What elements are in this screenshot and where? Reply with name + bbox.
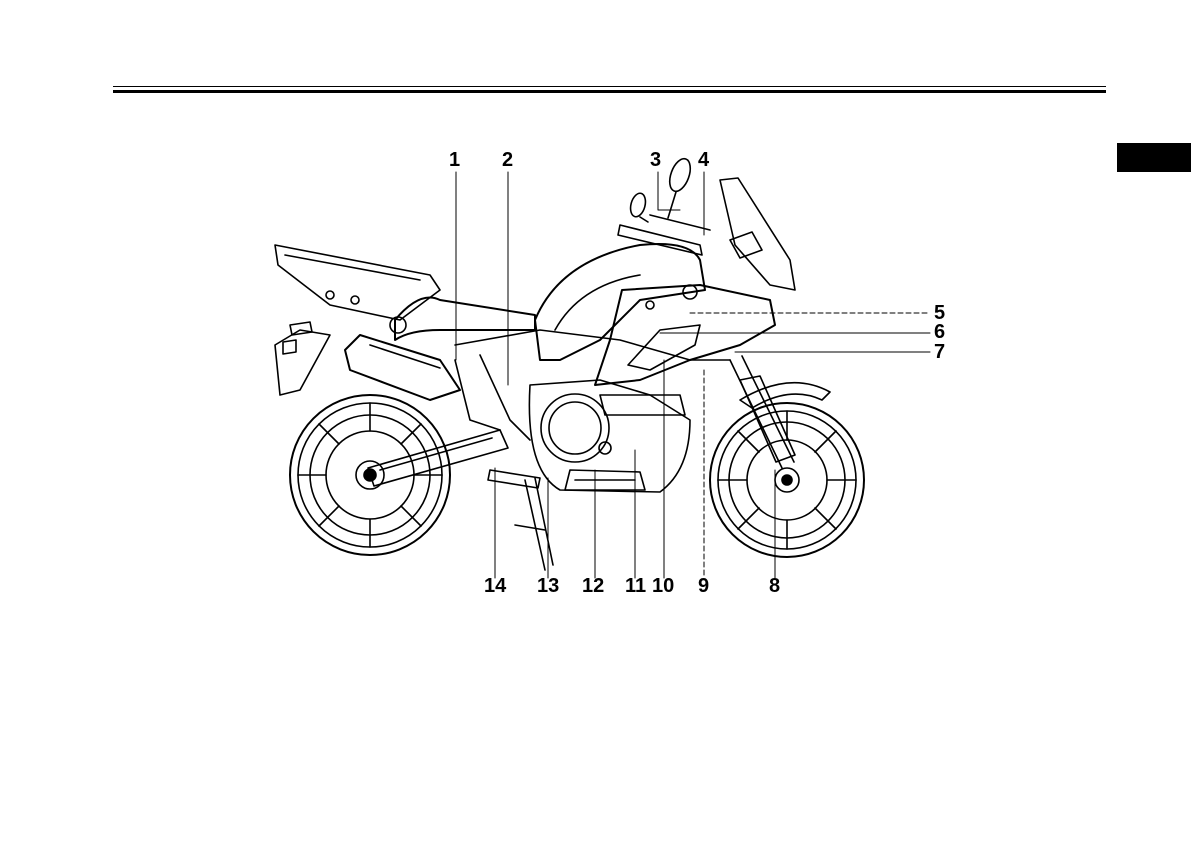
callout-8: 8 [769, 576, 780, 596]
callout-3: 3 [650, 150, 661, 170]
windscreen [720, 178, 795, 290]
callout-4: 4 [698, 150, 709, 170]
callout-10: 10 [652, 576, 674, 596]
handlebar [618, 156, 710, 255]
callout-13: 13 [537, 576, 559, 596]
callout-2: 2 [502, 150, 513, 170]
front-wheel [710, 383, 864, 557]
muffler [345, 335, 460, 400]
callout-5: 5 [934, 303, 945, 323]
leader-lines [456, 172, 930, 578]
callout-12: 12 [582, 576, 604, 596]
callout-14: 14 [484, 576, 506, 596]
front-fork [730, 356, 795, 468]
engine [529, 380, 690, 492]
callout-7: 7 [934, 342, 945, 362]
footrest [488, 470, 540, 488]
side-stand [515, 478, 553, 570]
callout-6: 6 [934, 322, 945, 342]
luggage-rack [275, 245, 440, 333]
callout-1: 1 [449, 150, 460, 170]
callout-9: 9 [698, 576, 709, 596]
frame [455, 330, 730, 440]
swingarm [368, 430, 508, 486]
rear-fender [275, 322, 330, 395]
seat [395, 298, 535, 341]
callout-11: 11 [625, 576, 646, 596]
